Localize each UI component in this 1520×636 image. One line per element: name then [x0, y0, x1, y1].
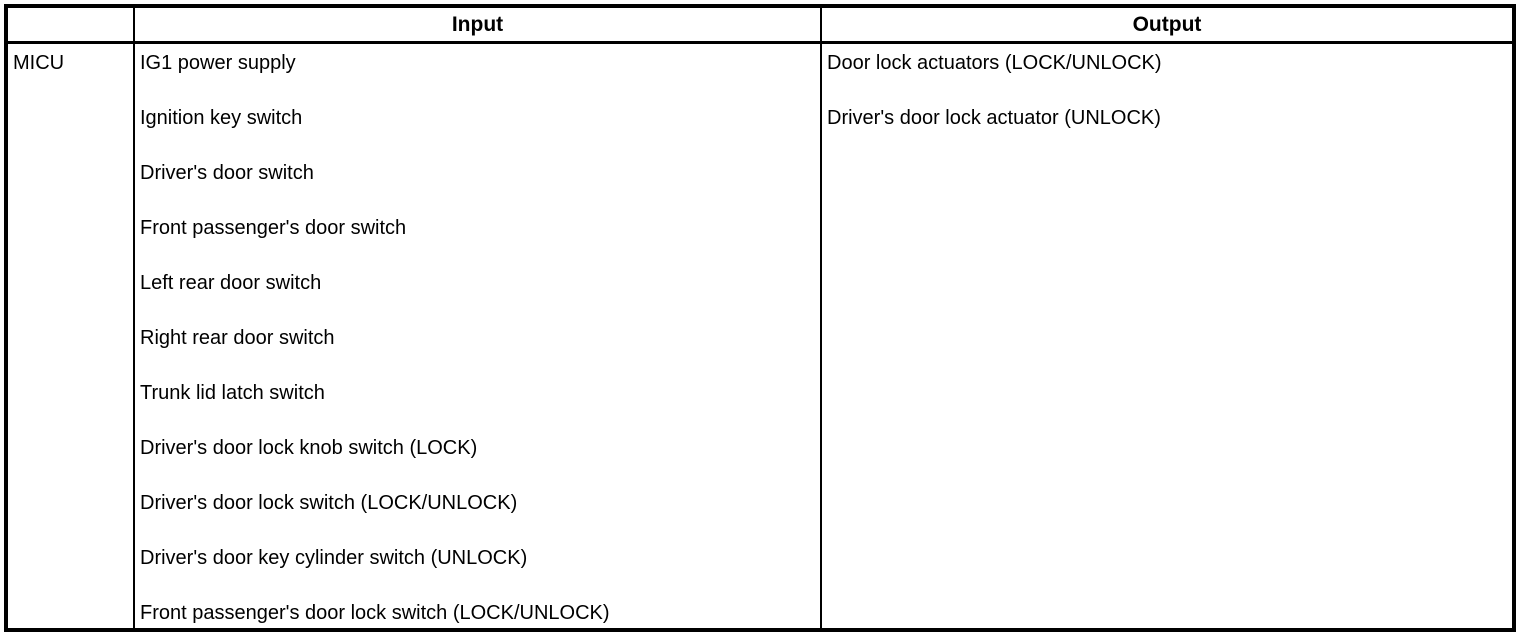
- input-item: Left rear door switch: [140, 272, 322, 294]
- output-item: Driver's door lock actuator (UNLOCK): [827, 107, 1161, 129]
- input-item: Right rear door switch: [140, 327, 335, 349]
- input-item: Ignition key switch: [140, 107, 303, 129]
- output-item: Door lock actuators (LOCK/UNLOCK): [827, 52, 1162, 74]
- output-list-cell: Door lock actuators (LOCK/UNLOCK) Driver'…: [820, 44, 1512, 628]
- input-item: Front passenger's door lock switch (LOCK…: [140, 602, 610, 624]
- input-item: Driver's door lock switch (LOCK/UNLOCK): [140, 492, 518, 514]
- device-name: MICU: [13, 52, 65, 74]
- header-cell-input: Input: [133, 8, 820, 44]
- input-item: Driver's door lock knob switch (LOCK): [140, 437, 478, 459]
- input-item: IG1 power supply: [140, 52, 296, 74]
- device-cell: MICU: [8, 44, 133, 628]
- input-item: Front passenger's door switch: [140, 217, 407, 239]
- input-item: Driver's door switch: [140, 162, 314, 184]
- header-cell-output: Output: [820, 8, 1512, 44]
- input-item: Trunk lid latch switch: [140, 382, 325, 404]
- header-cell-device: [8, 8, 133, 44]
- input-item: Driver's door key cylinder switch (UNLOC…: [140, 547, 528, 569]
